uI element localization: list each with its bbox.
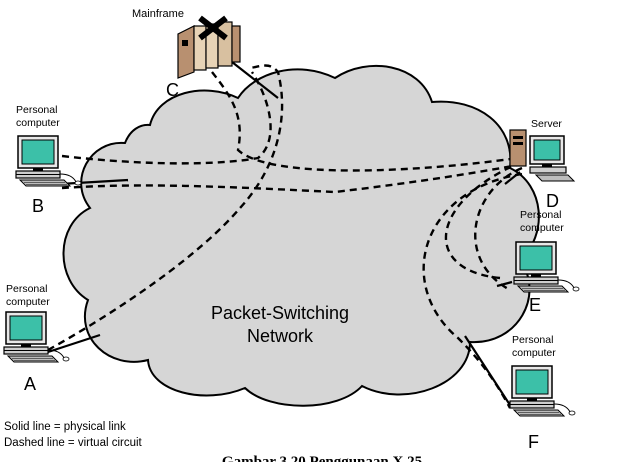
network-cloud bbox=[62, 65, 540, 407]
virtual-circuit-d-e-2 bbox=[444, 160, 523, 280]
node-c-letter: C bbox=[166, 80, 179, 100]
server-icon[interactable] bbox=[509, 129, 576, 182]
node-a-caption-line2: computer bbox=[6, 296, 50, 308]
node-b-letter: B bbox=[32, 196, 44, 216]
personal-computer-b-icon[interactable] bbox=[15, 135, 82, 187]
node-c-caption: Mainframe bbox=[132, 8, 184, 20]
node-f-caption-line2: computer bbox=[512, 347, 556, 359]
node-d-letter: D bbox=[546, 191, 559, 211]
personal-computer-f-icon[interactable] bbox=[509, 365, 576, 417]
personal-computer-e-icon[interactable] bbox=[513, 241, 580, 293]
node-f-caption-line1: Personal bbox=[512, 334, 553, 346]
node-e-caption-line2: computer bbox=[520, 222, 564, 234]
virtual-circuits bbox=[47, 64, 523, 409]
node-e-caption-line1: Personal bbox=[520, 209, 561, 221]
virtual-circuit-a-c bbox=[47, 64, 284, 352]
physical-link-b bbox=[59, 178, 129, 186]
node-a-caption-line1: Personal bbox=[6, 283, 47, 295]
figure-caption: Gambar 3.20 Penggunaan X.25 bbox=[222, 454, 422, 462]
physical-link-c bbox=[231, 61, 279, 99]
virtual-circuit-b-d bbox=[61, 163, 519, 194]
node-b-caption-line2: computer bbox=[16, 117, 60, 129]
node-f-letter: F bbox=[528, 432, 539, 452]
physical-link-a bbox=[47, 333, 101, 354]
legend-dashed: Dashed line = virtual circuit bbox=[4, 437, 143, 449]
network-label-line1: Packet-Switching bbox=[211, 303, 349, 323]
virtual-circuit-d-f bbox=[422, 172, 523, 409]
node-d-caption: Server bbox=[531, 118, 562, 130]
node-a-letter: A bbox=[24, 374, 36, 394]
network-label-line2: Network bbox=[247, 326, 314, 346]
virtual-circuit-b-c bbox=[61, 71, 272, 165]
personal-computer-a-icon[interactable] bbox=[3, 311, 70, 363]
node-b-caption-line1: Personal bbox=[16, 104, 57, 116]
legend-solid: Solid line = physical link bbox=[4, 421, 126, 433]
physical-link-e bbox=[496, 280, 513, 288]
node-e-letter: E bbox=[529, 295, 541, 315]
virtual-circuit-c-d bbox=[211, 71, 519, 172]
mainframe-icon[interactable] bbox=[177, 15, 241, 79]
